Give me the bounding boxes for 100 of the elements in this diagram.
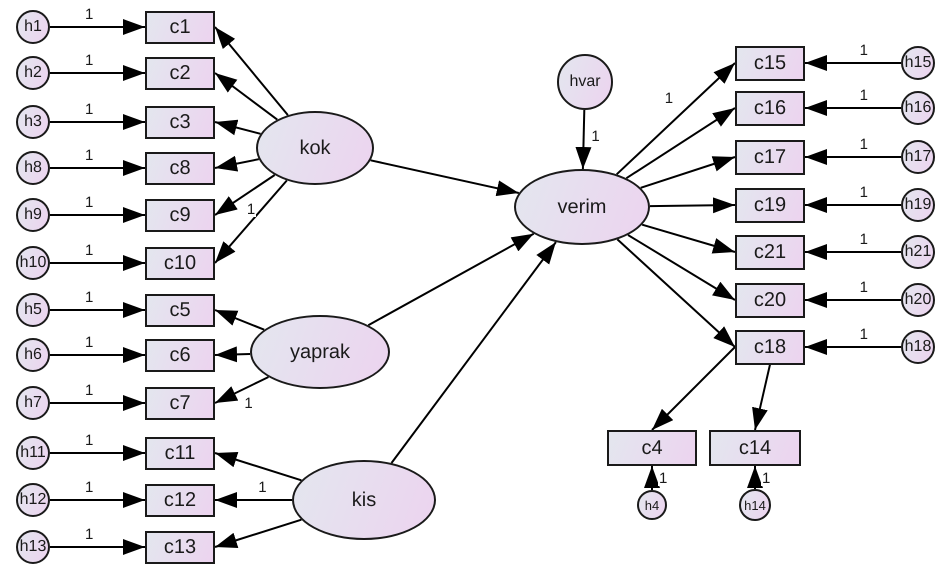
edge-label: 1 [858, 43, 869, 58]
observed-variable-label: c21 [754, 240, 786, 264]
observed-variable-label: c15 [754, 52, 786, 74]
error-term-label: h3 [24, 113, 42, 131]
observed-variable-label: c10 [164, 252, 196, 274]
edge-label: 1 [858, 88, 869, 103]
edge-label: 1 [243, 396, 254, 411]
error-term-label: h10 [20, 254, 46, 272]
error-term-label: h5 [24, 301, 42, 319]
indicator-box [145, 106, 215, 138]
path-arrow [214, 174, 276, 216]
path-arrow [214, 346, 250, 362]
observed-variable-label: c18 [754, 336, 786, 358]
edge-label: 1 [84, 7, 94, 22]
error-circle [16, 338, 50, 372]
path-arrow [640, 156, 736, 189]
error-circle [16, 386, 50, 420]
path-arrow [747, 466, 763, 489]
error-term-label: h12 [20, 491, 46, 509]
indicator-box [735, 90, 805, 126]
indicator-box [607, 430, 697, 466]
edge-label: 1 [590, 128, 601, 144]
indicator-box [145, 386, 215, 420]
indicator-box [735, 330, 805, 364]
path-arrow [805, 197, 901, 213]
indicator-box [145, 294, 215, 326]
path-arrow [575, 110, 592, 170]
edge-label: 1 [84, 243, 94, 258]
error-term-label: h18 [904, 338, 932, 356]
error-term-label: h6 [24, 346, 42, 364]
error-circle [637, 490, 667, 520]
error-circle [901, 330, 935, 364]
path-arrow [627, 234, 736, 301]
path-arrow [215, 492, 292, 508]
path-arrow [214, 376, 269, 404]
error-circle [901, 91, 935, 125]
error-circle [901, 46, 935, 80]
error-term-label: h8 [24, 159, 42, 177]
edge-label: 1 [84, 290, 94, 305]
indicator-box [145, 338, 215, 372]
indicator-box [145, 10, 215, 44]
edge-label: 1 [761, 470, 772, 486]
indicator-box [735, 140, 805, 174]
edge-label: 1 [84, 480, 94, 495]
error-term-label: h21 [904, 243, 932, 261]
path-arrow [214, 309, 265, 331]
indicator-box [735, 234, 805, 270]
observed-variable-label: c9 [169, 204, 191, 226]
observed-variable-label: c5 [169, 298, 191, 322]
observed-variable-label: c16 [754, 96, 786, 120]
path-arrow [651, 346, 736, 431]
path-arrow [214, 452, 302, 482]
path-arrow [390, 242, 557, 464]
path-arrow [650, 197, 736, 214]
indicator-box [145, 484, 215, 516]
error-term-label: h15 [904, 54, 932, 72]
edge-label: 1 [84, 527, 94, 542]
path-arrow [214, 72, 278, 120]
error-term-label: h19 [904, 196, 932, 214]
error-term-label: h11 [20, 444, 46, 462]
error-term-label: h13 [20, 538, 46, 556]
edge-label: 1 [84, 102, 94, 117]
observed-variable-label: c6 [169, 344, 191, 366]
path-arrow [642, 224, 736, 254]
error-circle [16, 56, 50, 90]
observed-variable-label: c1 [169, 16, 191, 38]
observed-variable-label: c11 [164, 442, 196, 464]
error-circle [901, 140, 935, 174]
path-arrow [368, 232, 534, 326]
edge-label: 1 [858, 232, 869, 247]
error-circle [16, 151, 50, 185]
indicator-box [735, 46, 805, 80]
observed-variable-label: c17 [754, 146, 786, 168]
edge-label: 1 [658, 471, 668, 486]
path-arrow [50, 395, 145, 411]
observed-variable-label: c7 [169, 392, 191, 414]
path-arrow [805, 100, 901, 116]
observed-variable-label: c2 [169, 62, 191, 84]
error-term-label: h7 [24, 394, 42, 412]
edge-label: 1 [246, 202, 256, 217]
error-circle [16, 246, 50, 280]
path-arrow [50, 492, 145, 508]
path-arrow [214, 180, 288, 264]
indicator-box [145, 56, 215, 90]
path-arrow [752, 364, 771, 430]
indicator-box [145, 198, 215, 232]
error-circle [16, 198, 50, 232]
path-arrow [805, 244, 901, 260]
indicator-box [735, 188, 805, 222]
path-arrow [50, 65, 145, 81]
error-circle [16, 105, 50, 139]
observed-variable-label: c13 [164, 536, 196, 558]
path-arrow [616, 238, 736, 348]
error-circle [16, 483, 50, 517]
path-arrow [805, 339, 901, 355]
error-circle [16, 436, 50, 470]
edge-label: 1 [84, 383, 94, 398]
path-arrow [805, 149, 901, 165]
error-term-label: h2 [24, 64, 42, 82]
latent-variable-label: verim [558, 196, 606, 218]
